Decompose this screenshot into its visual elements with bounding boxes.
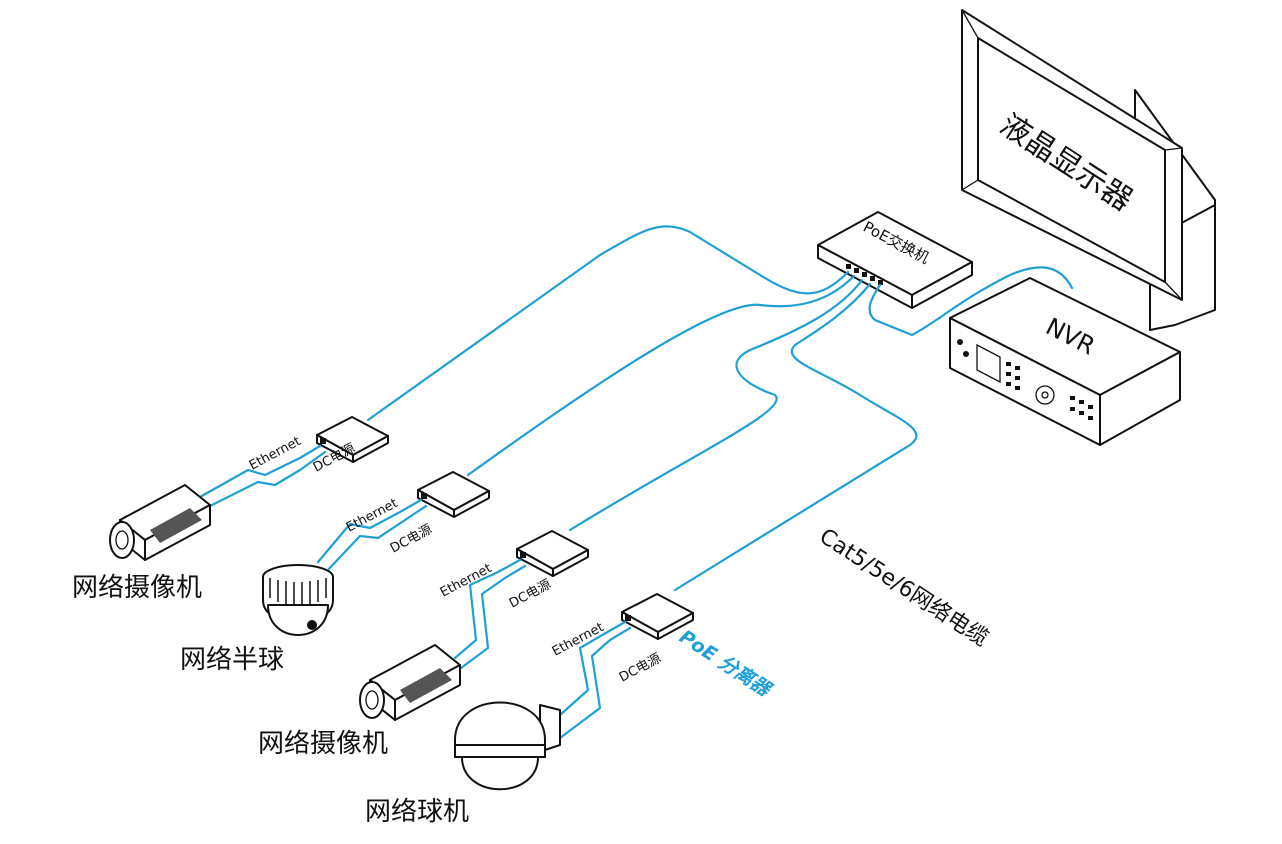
- poe-splitter-4: [621, 593, 694, 640]
- mini-dome-camera: [262, 564, 334, 636]
- cable-label: Cat5/5e/6网络电缆: [815, 524, 993, 652]
- box-camera-1: [109, 484, 211, 561]
- ethernet-label-4: Ethernet: [550, 620, 606, 660]
- camera-label-4: 网络球机: [365, 797, 469, 827]
- poe-splitter-1: [316, 416, 389, 463]
- splitter-camera-cables: [198, 444, 632, 740]
- ethernet-label-1: Ethernet: [247, 434, 303, 474]
- camera-label-3: 网络摄像机: [258, 729, 388, 759]
- splitter-label: PoE 分离器: [675, 626, 776, 702]
- poe-splitter-3: [516, 530, 589, 577]
- dc-label-3: DC电源: [507, 577, 554, 611]
- ptz-dome-camera: [454, 701, 561, 791]
- box-camera-2: [359, 644, 461, 721]
- poe-switch: [817, 211, 973, 309]
- camera-label-1: 网络摄像机: [72, 573, 202, 603]
- dc-label-4: DC电源: [617, 651, 664, 685]
- ethernet-label-3: Ethernet: [438, 561, 494, 601]
- lcd-monitor: [961, 9, 1216, 331]
- nvr-device: [949, 277, 1181, 446]
- camera-label-2: 网络半球: [180, 645, 284, 675]
- network-cables: [366, 225, 1074, 592]
- poe-splitter-2: [417, 471, 490, 518]
